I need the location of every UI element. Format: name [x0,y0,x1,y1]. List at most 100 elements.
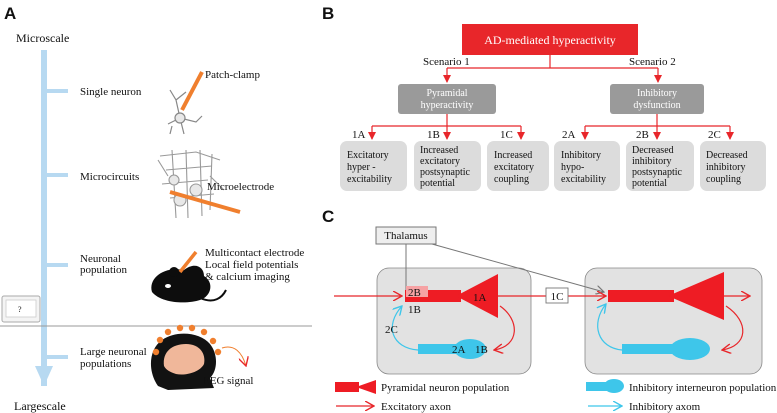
legend-excitatory-label: Excitatory axon [381,401,451,413]
item-2c-line3: coupling [706,174,741,185]
item-2b-line3: postsynaptic [632,167,683,178]
panel-b-label: B [322,4,334,23]
tag-1c-box [545,287,569,304]
tag-2a: 2A [452,344,466,356]
method-multicontact-line3: & calcium imaging [205,271,290,283]
item-1a-line1: Excitatory [347,150,389,161]
tag-2b: 2B [408,287,421,299]
item-1c-line1: Increased [494,150,532,161]
level-label-neuronal-line1: Neuronal [80,253,121,265]
method-microelectrode: Microelectrode [207,181,274,193]
tag-1a: 1A [473,292,487,304]
item-1b-line1: Increased [420,145,458,156]
population-box-left [376,267,532,375]
tag-1c: 1C [551,291,564,303]
item-2b-line1: Decreased [632,145,674,156]
legend-pyramidal-label: Pyramidal neuron population [381,382,510,394]
inhibitory-axon-left-loop [391,306,419,351]
root-node [462,24,638,55]
monitor-icon: ? [1,295,41,323]
thalamus-label: Thalamus [384,230,427,242]
pyramidal-neuron-left [405,274,498,318]
item-box-1c [487,141,549,191]
item-1a-line3: excitability [347,174,392,185]
scenario-1-name-line2: hyperactivity [421,100,474,111]
excitatory-axon-right-loop [722,305,744,350]
item-box-2c [700,141,766,191]
item-2a-line2: hypo- [561,162,584,173]
item-code-1c: 1C [500,129,513,141]
panel-a-label: A [4,4,16,23]
level-label-single-neuron: Single neuron [80,86,142,98]
tag-2c: 2C [385,324,398,336]
scale-bottom-label: Largescale [14,399,66,413]
item-1c-line2: excitatory [494,162,534,173]
item-2c-line1: Decreased [706,150,748,161]
item-box-1b [414,141,481,191]
method-multicontact-line2: Local field potentials [205,259,298,271]
item-code-2a: 2A [562,129,576,141]
level-label-large-line1: Large neuronal [80,346,147,358]
population-box-right [584,267,763,375]
tree-connectors-bottom [368,114,734,140]
method-eeg: EEG signal [203,375,253,387]
item-code-2c: 2C [708,129,721,141]
item-box-2a [554,141,620,191]
item-1b-line3: postsynaptic [420,167,471,178]
scenario-1-box [398,84,496,114]
tree-connectors-top [443,55,662,83]
item-box-2b [626,141,694,191]
item-1a-line2: hyper - [347,162,376,173]
level-label-large-line2: populations [80,358,131,370]
item-code-1a: 1A [352,129,366,141]
panel-b: B AD-mediated hyperactivity Scenario 1 S… [322,4,766,191]
legend-interneuron-label: Inhibitory interneuron population [629,382,777,394]
interneuron-right [622,338,710,360]
item-2a-line1: Inhibitory [561,150,601,161]
scenario-1-label: Scenario 1 [423,56,470,68]
scenario-2-name-line1: Inhibitory [637,88,677,99]
legend: Pyramidal neuron population Excitatory a… [335,379,777,413]
scenario-2-label: Scenario 2 [629,56,676,68]
thalamus-to-right [431,243,604,292]
inhibitory-axon-right-loop [598,304,623,351]
item-2b-line4: potential [632,178,667,189]
multicontact-probe [178,250,198,274]
root-node-label: AD-mediated hyperactivity [484,33,616,47]
item-box-1a [340,141,407,191]
scale-top-label: Microscale [16,31,69,45]
microelectrode [169,190,241,214]
item-2a-line3: excitability [561,174,606,185]
patch-pipette [180,71,204,111]
scenario-2-box [610,84,704,114]
legend-interneuron-symbol [586,379,624,393]
item-2b-line2: inhibitory [632,156,671,167]
excitatory-axon-left-loop [494,305,515,350]
panel-a: A Microscale Largescale ? Single neuron … [0,4,312,413]
item-1b-line2: excitatory [420,156,460,167]
single-neuron-illustration [167,89,203,135]
level-label-neuronal-line2: population [80,264,128,276]
item-1c-line3: coupling [494,174,529,185]
scenario-1-name-line1: Pyramidal [426,88,467,99]
legend-pyramidal-symbol [335,380,376,394]
panel-c-label: C [322,207,334,226]
scenario-2-name-line2: dysfunction [633,100,680,111]
monitor-glyph: ? [18,305,22,314]
item-code-1b: 1B [427,129,440,141]
mouse-illustration [151,265,227,303]
tag-1b-top: 1B [408,304,421,316]
panel-c: C Thalamus 2B 1B 1A 1C 2C [322,207,777,413]
legend-inhibitory-label: Inhibitory axom [629,401,701,413]
item-code-2b: 2B [636,129,649,141]
tag-1b-bottom: 1B [475,344,488,356]
eeg-head-illustration [150,324,246,390]
interneuron-left [418,339,486,359]
method-multicontact-line1: Multicontact electrode [205,247,304,259]
item-1b-line4: potential [420,178,455,189]
method-patch-clamp: Patch-clamp [205,69,260,81]
pyramidal-neuron-right [608,272,724,320]
item-2c-line2: inhibitory [706,162,745,173]
level-label-microcircuits: Microcircuits [80,171,139,183]
